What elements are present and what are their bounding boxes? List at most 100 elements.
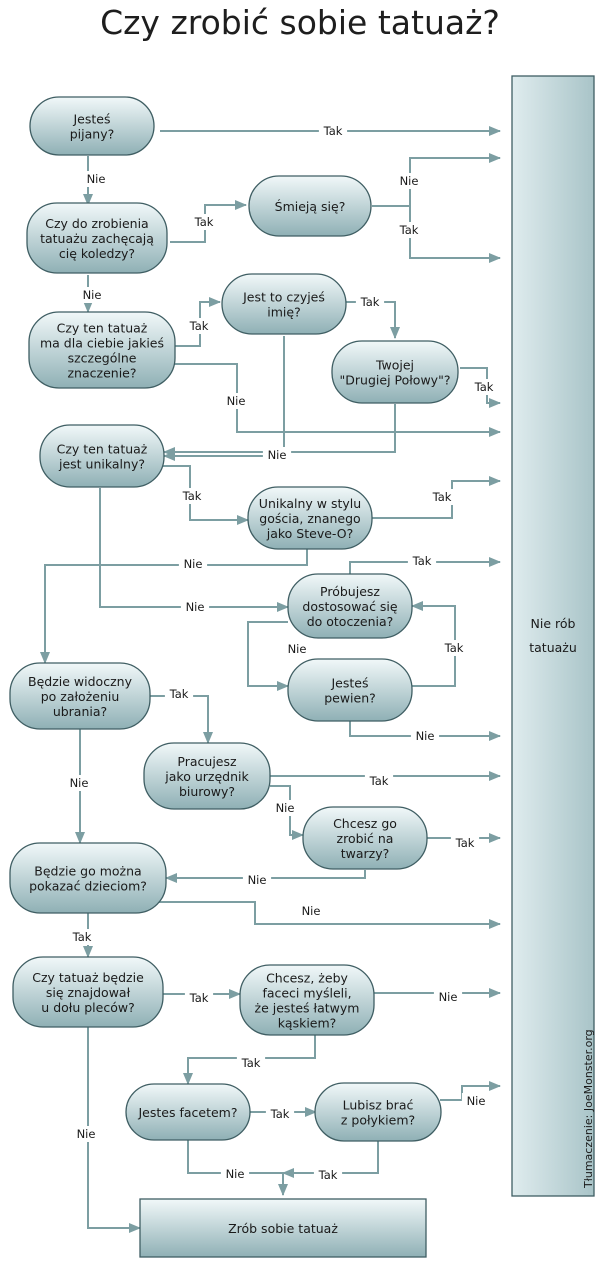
edge-label-steveo-nie: Nie	[178, 556, 208, 572]
label-text: Tak	[241, 1056, 261, 1070]
label-background	[410, 728, 440, 744]
node-shape	[26, 202, 168, 274]
label-background	[220, 1166, 250, 1182]
label-background	[461, 1093, 491, 1109]
edge-connector	[349, 557, 501, 574]
edge-label-polykiem-nie: Nie	[461, 1093, 491, 1109]
label-text: Tak	[323, 124, 343, 138]
node-shape	[9, 662, 151, 730]
edge-connector	[87, 1027, 141, 1233]
label-background	[180, 599, 210, 615]
edge-connector	[349, 721, 501, 741]
edge-label-pijany-nie: Nie	[81, 171, 111, 187]
label-text: Tak	[360, 295, 380, 309]
node-shape	[314, 1082, 442, 1142]
edge-label-otoczenie-nie: Nie	[282, 641, 312, 657]
label-text: Nie	[226, 1167, 245, 1181]
edge-label-polykiem-tak: Tak	[313, 1167, 343, 1183]
edge-label-widoczny-tak: Tak	[164, 686, 194, 702]
node-shape	[12, 956, 164, 1028]
label-background	[178, 556, 208, 572]
label-text: Nie	[87, 172, 106, 186]
node-shape	[29, 96, 155, 156]
edge-label-czyjes-nie: Nie	[262, 447, 292, 463]
edge-label-faceci-nie: Nie	[433, 989, 463, 1005]
node-polowa: Twojej"Drugiej Połowy"?	[331, 340, 459, 404]
edge-label-polowa-tak: Tak	[469, 379, 499, 395]
label-background	[221, 393, 251, 409]
node-shape	[287, 573, 413, 639]
edge-label-steveo-tak: Tak	[427, 489, 457, 505]
label-background	[265, 1106, 295, 1122]
node-shape	[28, 311, 176, 389]
label-background	[427, 489, 457, 505]
edge-connector	[99, 488, 289, 612]
node-shape	[143, 742, 271, 810]
label-text: Nie	[400, 174, 419, 188]
edge-label-pewien-nie: Nie	[410, 728, 440, 744]
node-text: Jestes facetem?	[138, 1105, 238, 1120]
edge-label-widoczny-nie: Nie	[64, 775, 94, 791]
label-background	[81, 171, 111, 187]
label-text: Nie	[70, 776, 89, 790]
label-text: Nie	[302, 904, 321, 918]
edge-label-twarz-nie: Nie	[242, 872, 272, 888]
label-background	[364, 773, 394, 789]
edge-label-koledzy-nie: Nie	[77, 287, 107, 303]
edge-label-urzednik-nie: Nie	[270, 800, 300, 816]
label-text: Tak	[189, 319, 209, 333]
label-text: Nie	[186, 600, 205, 614]
edge-label-facet-tak: Tak	[265, 1106, 295, 1122]
label-text: Tak	[169, 687, 189, 701]
label-text: Nie	[276, 801, 295, 815]
label-background	[77, 287, 107, 303]
terminal-text: Zrób sobie tatuaż	[228, 1221, 338, 1236]
node-text: Śmieją się?	[275, 199, 346, 214]
label-text: Tak	[455, 836, 475, 850]
label-background	[469, 379, 499, 395]
node-shape	[125, 1083, 251, 1141]
label-background	[394, 222, 424, 238]
label-text: Tak	[182, 489, 202, 503]
label-background	[407, 553, 437, 569]
edge-label-urzednik-tak: Tak	[364, 773, 394, 789]
label-text: Tak	[369, 774, 389, 788]
label-text: Tak	[194, 215, 214, 229]
node-text: Twojej"Drugiej Połowy"?	[340, 357, 451, 387]
label-background	[184, 990, 214, 1006]
page-title: Czy zrobić sobie tatuaż?	[100, 3, 500, 42]
edge-label-znaczenie-tak: Tak	[184, 318, 214, 334]
edge-label-twarz-tak: Tak	[450, 835, 480, 851]
label-background	[318, 123, 348, 139]
edge-label-dzieciom-nie: Nie	[296, 903, 326, 919]
edge-label-unikalny-tak: Tak	[177, 488, 207, 504]
node-shape	[221, 273, 347, 335]
label-background	[242, 872, 272, 888]
label-background	[270, 800, 300, 816]
label-background	[296, 903, 326, 919]
label-text: Nie	[268, 448, 287, 462]
edge-label-plecy-tak: Tak	[184, 990, 214, 1006]
label-text: Nie	[184, 557, 203, 571]
label-background	[67, 929, 97, 945]
